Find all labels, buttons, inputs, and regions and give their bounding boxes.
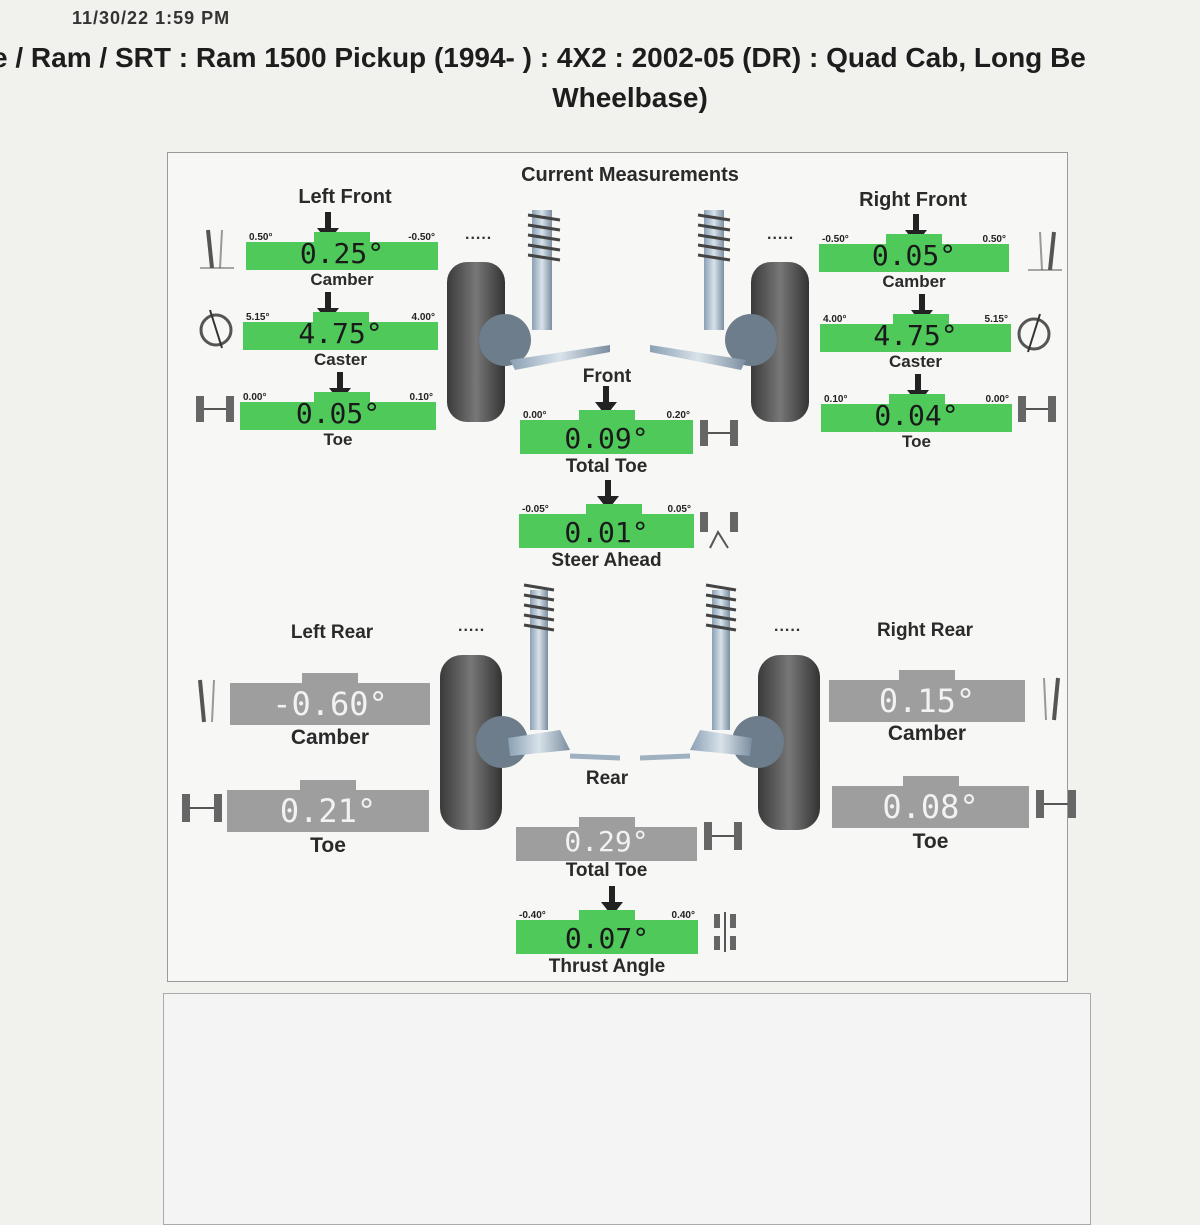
rear-right-tire (758, 655, 820, 830)
toe-icon (1018, 396, 1056, 422)
left-front-camber-label: Camber (310, 270, 374, 289)
rear-left-tire (440, 655, 502, 830)
gauge-min: 0.00° (243, 392, 267, 403)
left-front-camber-value: 0.25° (299, 237, 385, 270)
gauge-min: -0.50° (822, 234, 849, 245)
gauge-max: -0.50° (408, 232, 435, 243)
right-front-camber-value: 0.05° (871, 239, 957, 272)
thrust-angle-value: 0.07° (564, 922, 650, 955)
front-left-tire (447, 262, 505, 422)
front-total-toe-gauge: 0.00° 0.20° 0.09° (520, 410, 693, 455)
left-front-caster-value: 4.75° (298, 317, 383, 350)
report-title: Current Measurements (521, 164, 739, 186)
gauge-min: 0.50° (249, 232, 273, 243)
separator-dots: ..... (767, 226, 795, 243)
left-front-title: Left Front (298, 186, 392, 208)
camber-icon (200, 229, 234, 269)
gauge-min: -0.05° (522, 504, 549, 515)
down-arrow-icon (597, 480, 619, 510)
gauge-min: -0.40° (519, 910, 546, 921)
right-front-title: Right Front (859, 189, 967, 211)
left-rear-toe-label: Toe (310, 834, 346, 857)
blank-panel (163, 993, 1091, 1225)
right-rear-camber-value: 0.15° (878, 682, 976, 720)
separator-dots: ..... (465, 226, 493, 243)
right-rear-camber-gauge: 0.15° (829, 670, 1025, 722)
caster-icon (199, 309, 233, 349)
left-rear-toe-gauge: 0.21° (227, 780, 429, 832)
steer-ahead-value: 0.01° (564, 516, 649, 549)
right-front-toe-gauge: 0.10° 0.00° 0.04° (821, 394, 1012, 432)
left-rear-title: Left Rear (290, 622, 374, 643)
right-front-toe-label: Toe (902, 432, 931, 451)
gauge-max: 5.15° (984, 314, 1008, 325)
gauge-min: 0.10° (824, 394, 848, 405)
front-total-toe-label: Total Toe (565, 456, 648, 477)
gauge-max: 0.05° (667, 504, 691, 515)
left-front-camber-gauge: 0.50° -0.50° 0.25° (246, 232, 438, 270)
gauge-min: 4.00° (823, 314, 847, 325)
suspension-illustration (440, 210, 820, 830)
gauge-max: 0.10° (409, 392, 433, 403)
right-rear-toe-gauge: 0.08° (832, 776, 1029, 828)
thrust-angle-gauge: -0.40° 0.40° 0.07° (516, 910, 698, 955)
toe-icon (182, 794, 222, 822)
right-front-camber-label: Camber (882, 272, 946, 291)
steer-ahead-icon (700, 512, 738, 549)
right-rear-toe-value: 0.08° (882, 788, 979, 826)
gauge-min: 0.00° (523, 410, 547, 421)
total-toe-icon (700, 420, 738, 446)
right-rear-title: Right Rear (876, 620, 974, 641)
right-front-camber-gauge: -0.50° 0.50° 0.05° (819, 234, 1009, 272)
left-rear-toe-value: 0.21° (279, 792, 377, 830)
left-front-toe-gauge: 0.00° 0.10° 0.05° (240, 392, 436, 430)
rear-total-toe-gauge: 0.29° (516, 817, 697, 861)
total-toe-icon (704, 822, 742, 850)
camber-icon (1043, 677, 1060, 721)
rear-axle-label: Rear (585, 768, 629, 789)
front-right-tire (751, 262, 809, 422)
thrust-angle-label: Thrust Angle (548, 956, 666, 977)
right-front-caster-value: 4.75° (873, 319, 958, 352)
left-rear-camber-gauge: -0.60° (230, 673, 430, 725)
thrust-angle-icon (714, 912, 736, 952)
camber-icon (1028, 231, 1062, 271)
separator-dots: ..... (458, 618, 486, 635)
caster-icon (1017, 313, 1051, 353)
right-rear-toe-label: Toe (912, 830, 949, 853)
camber-icon (198, 679, 215, 723)
gauge-max: 4.00° (411, 312, 435, 323)
gauge-max: 0.50° (982, 234, 1006, 245)
left-rear-camber-label: Camber (290, 726, 370, 749)
rear-total-toe-value: 0.29° (564, 825, 649, 858)
rear-total-toe-label: Total Toe (565, 860, 648, 881)
separator-dots: ..... (774, 618, 802, 635)
toe-icon (196, 396, 234, 422)
left-front-toe-label: Toe (323, 430, 353, 449)
front-total-toe-value: 0.09° (564, 422, 649, 455)
steer-ahead-gauge: -0.05° 0.05° 0.01° (519, 504, 694, 549)
gauge-max: 0.40° (671, 910, 695, 921)
right-front-caster-gauge: 4.00° 5.15° 4.75° (820, 314, 1011, 352)
right-rear-camber-label: Camber (887, 722, 967, 745)
down-arrow-icon (601, 886, 623, 916)
down-arrow-icon (595, 386, 617, 416)
print-timestamp: 11/30/22 1:59 PM (72, 8, 231, 28)
left-front-toe-value: 0.05° (295, 397, 381, 430)
right-front-toe-value: 0.04° (874, 399, 959, 432)
gauge-min: 5.15° (246, 312, 270, 323)
right-front-caster-label: Caster (889, 352, 942, 371)
left-front-caster-gauge: 5.15° 4.00° 4.75° (243, 312, 438, 350)
left-rear-camber-value: -0.60° (272, 685, 388, 723)
front-axle-label: Front (582, 366, 632, 387)
gauge-max: 0.00° (985, 394, 1009, 405)
left-front-caster-label: Caster (314, 350, 367, 369)
vehicle-description-continued: Wheelbase) (552, 82, 708, 113)
vehicle-description: e / Ram / SRT : Ram 1500 Pickup (1994- )… (0, 42, 1086, 73)
steer-ahead-label: Steer Ahead (551, 550, 662, 571)
gauge-max: 0.20° (666, 410, 690, 421)
toe-icon (1036, 790, 1076, 818)
